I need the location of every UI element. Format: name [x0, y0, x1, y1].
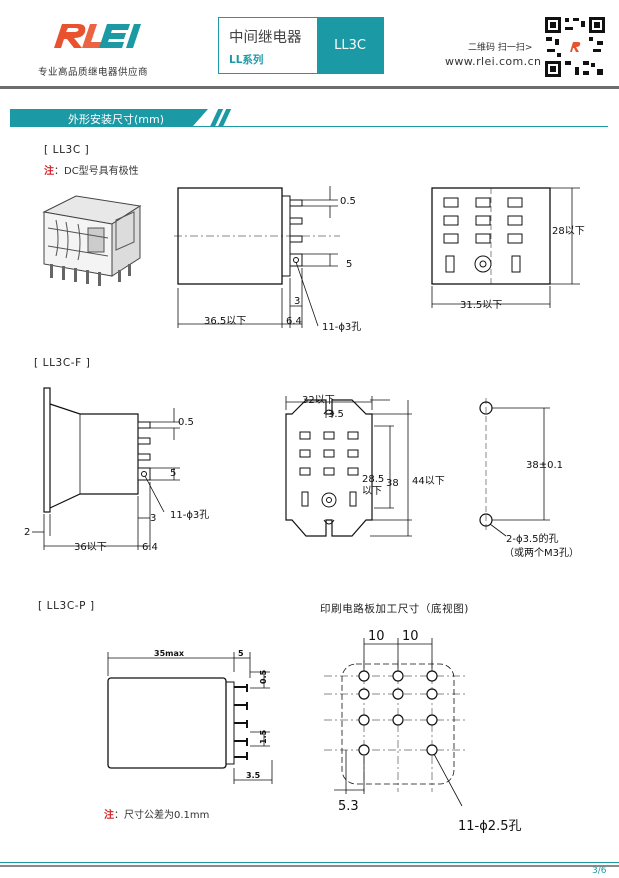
- model-badge: LL3C: [317, 18, 383, 73]
- product-series: LL系列: [229, 54, 264, 66]
- section-band: [10, 109, 208, 127]
- ll3c-dim-365: 36.5以下: [204, 316, 246, 327]
- ll3cp-note: 注：尺寸公差为0.1mm: [104, 806, 209, 821]
- ll3c-side-view: 0.5 5 3 36.5以下 6.4 11-ϕ3孔: [174, 186, 361, 333]
- product-box: 中间继电器 LL系列 LL3C: [218, 17, 384, 74]
- ll3cp-dim-15: 1.5: [259, 729, 268, 744]
- qr-code-icon[interactable]: [543, 15, 607, 79]
- pcb-bottom-view: 10 10 5.3 11-ϕ2.5孔: [324, 629, 521, 834]
- page-number: 3/6: [592, 866, 607, 876]
- ll3cp-label: [ LL3C-P ]: [38, 600, 95, 612]
- ll3cf-dim-38: 38: [386, 478, 399, 489]
- ll3cf-dim-2hole: 2-ϕ3.5的孔: [506, 532, 558, 545]
- footer-line-gray: [0, 865, 619, 867]
- ll3cf-side-view: 0.5 5 3 11-ϕ3孔 2 36以下 6.4: [24, 387, 209, 553]
- ll3cf-label: [ LL3C-F ]: [34, 357, 91, 369]
- ll3cp-dim-35max: 35max: [154, 649, 185, 658]
- ll3cf-dim-285: 28.5: [362, 474, 384, 485]
- ll3c-dim-28: 28以下: [552, 226, 585, 237]
- section-title-bar: 外形安装尺寸(mm): [10, 109, 210, 127]
- rlei-logo-icon: [54, 24, 141, 48]
- ll3cf-dim-m3: （或两个M3孔）: [504, 547, 579, 559]
- footer-line: [0, 862, 619, 863]
- ll3cf-dim-44: 44以下: [412, 476, 445, 487]
- brand-logo[interactable]: [52, 18, 152, 62]
- ll3cf-mount-holes: 38±0.1 2-ϕ3.5的孔 （或两个M3孔）: [479, 398, 579, 559]
- ll3c-dim-5: 5: [346, 259, 352, 270]
- ll3cf-dim-2: 2: [24, 527, 30, 538]
- ll3cf-dim-3: 3: [150, 513, 156, 524]
- note-text: ：尺寸公差为0.1mm: [114, 810, 210, 821]
- ll3cf-dim-5: 5: [170, 468, 176, 479]
- pcb-title: 印刷电路板加工尺寸（底视图): [320, 603, 469, 615]
- qr-label: 二维码 扫一扫>: [468, 43, 533, 53]
- ll3cf-dim-38tol: 38±0.1: [526, 460, 563, 471]
- website-link[interactable]: www.rlei.com.cn: [445, 55, 542, 68]
- ll3cf-dim-64: 6.4: [142, 542, 158, 553]
- ll3c-dim-315: 31.5以下: [460, 300, 502, 311]
- product-box-left: 中间继电器 LL系列: [219, 18, 317, 73]
- ll3c-dim-64: 6.4: [286, 316, 302, 327]
- ll3cp-dim-35: 3.5: [246, 771, 261, 780]
- note-prefix: 注: [104, 810, 114, 821]
- ll3cp-dim-5: 5: [238, 649, 244, 658]
- pcb-dim-10b: 10: [402, 629, 419, 644]
- ll3cp-side-view: 35max 5 0.5 1.5 3.5: [107, 649, 273, 784]
- pcb-dim-hole: 11-ϕ2.5孔: [458, 819, 521, 834]
- ll3cp-dim-05: 0.5: [259, 669, 268, 684]
- product-name: 中间继电器: [229, 30, 302, 46]
- ll3cf-dim-below: 以下: [362, 486, 382, 497]
- ll3c-dim-05: 0.5: [340, 196, 356, 207]
- tagline: 专业高品质继电器供应商: [38, 67, 149, 78]
- ll3c-note: 注：DC型号具有极性: [44, 162, 139, 177]
- section-title: 外形安装尺寸(mm): [68, 113, 165, 126]
- ll3c-dim-hole: 11-ϕ3孔: [322, 321, 361, 333]
- ll3cf-dim-05: 0.5: [178, 417, 194, 428]
- page-header: 专业高品质继电器供应商 中间继电器 LL系列 LL3C 二维码 扫一扫> www…: [0, 0, 619, 89]
- note-prefix: 注: [44, 166, 54, 177]
- note-text: ：DC型号具有极性: [54, 166, 139, 177]
- pcb-dim-10a: 10: [368, 629, 385, 644]
- ll3cf-dim-36: 36以下: [74, 542, 107, 553]
- section-underline: [10, 126, 608, 127]
- ll3cf-dim-32: 32以下: [302, 395, 335, 406]
- header-divider: [0, 86, 619, 89]
- ll3c-dim-3: 3: [294, 296, 300, 307]
- ll3c-label: [ LL3C ]: [44, 144, 90, 156]
- ll3c-bottom-view: 28以下 31.5以下: [431, 187, 585, 311]
- pcb-dim-53: 5.3: [338, 799, 359, 814]
- ll3cf-dim-35: 3.5: [328, 409, 344, 420]
- ll3cf-front-view: 32以下 3.5 28.5 以下 38 44以下: [285, 395, 445, 537]
- ll3cf-dim-hole: 11-ϕ3孔: [170, 509, 209, 521]
- ll3c-relay-photo-icon: [42, 195, 142, 286]
